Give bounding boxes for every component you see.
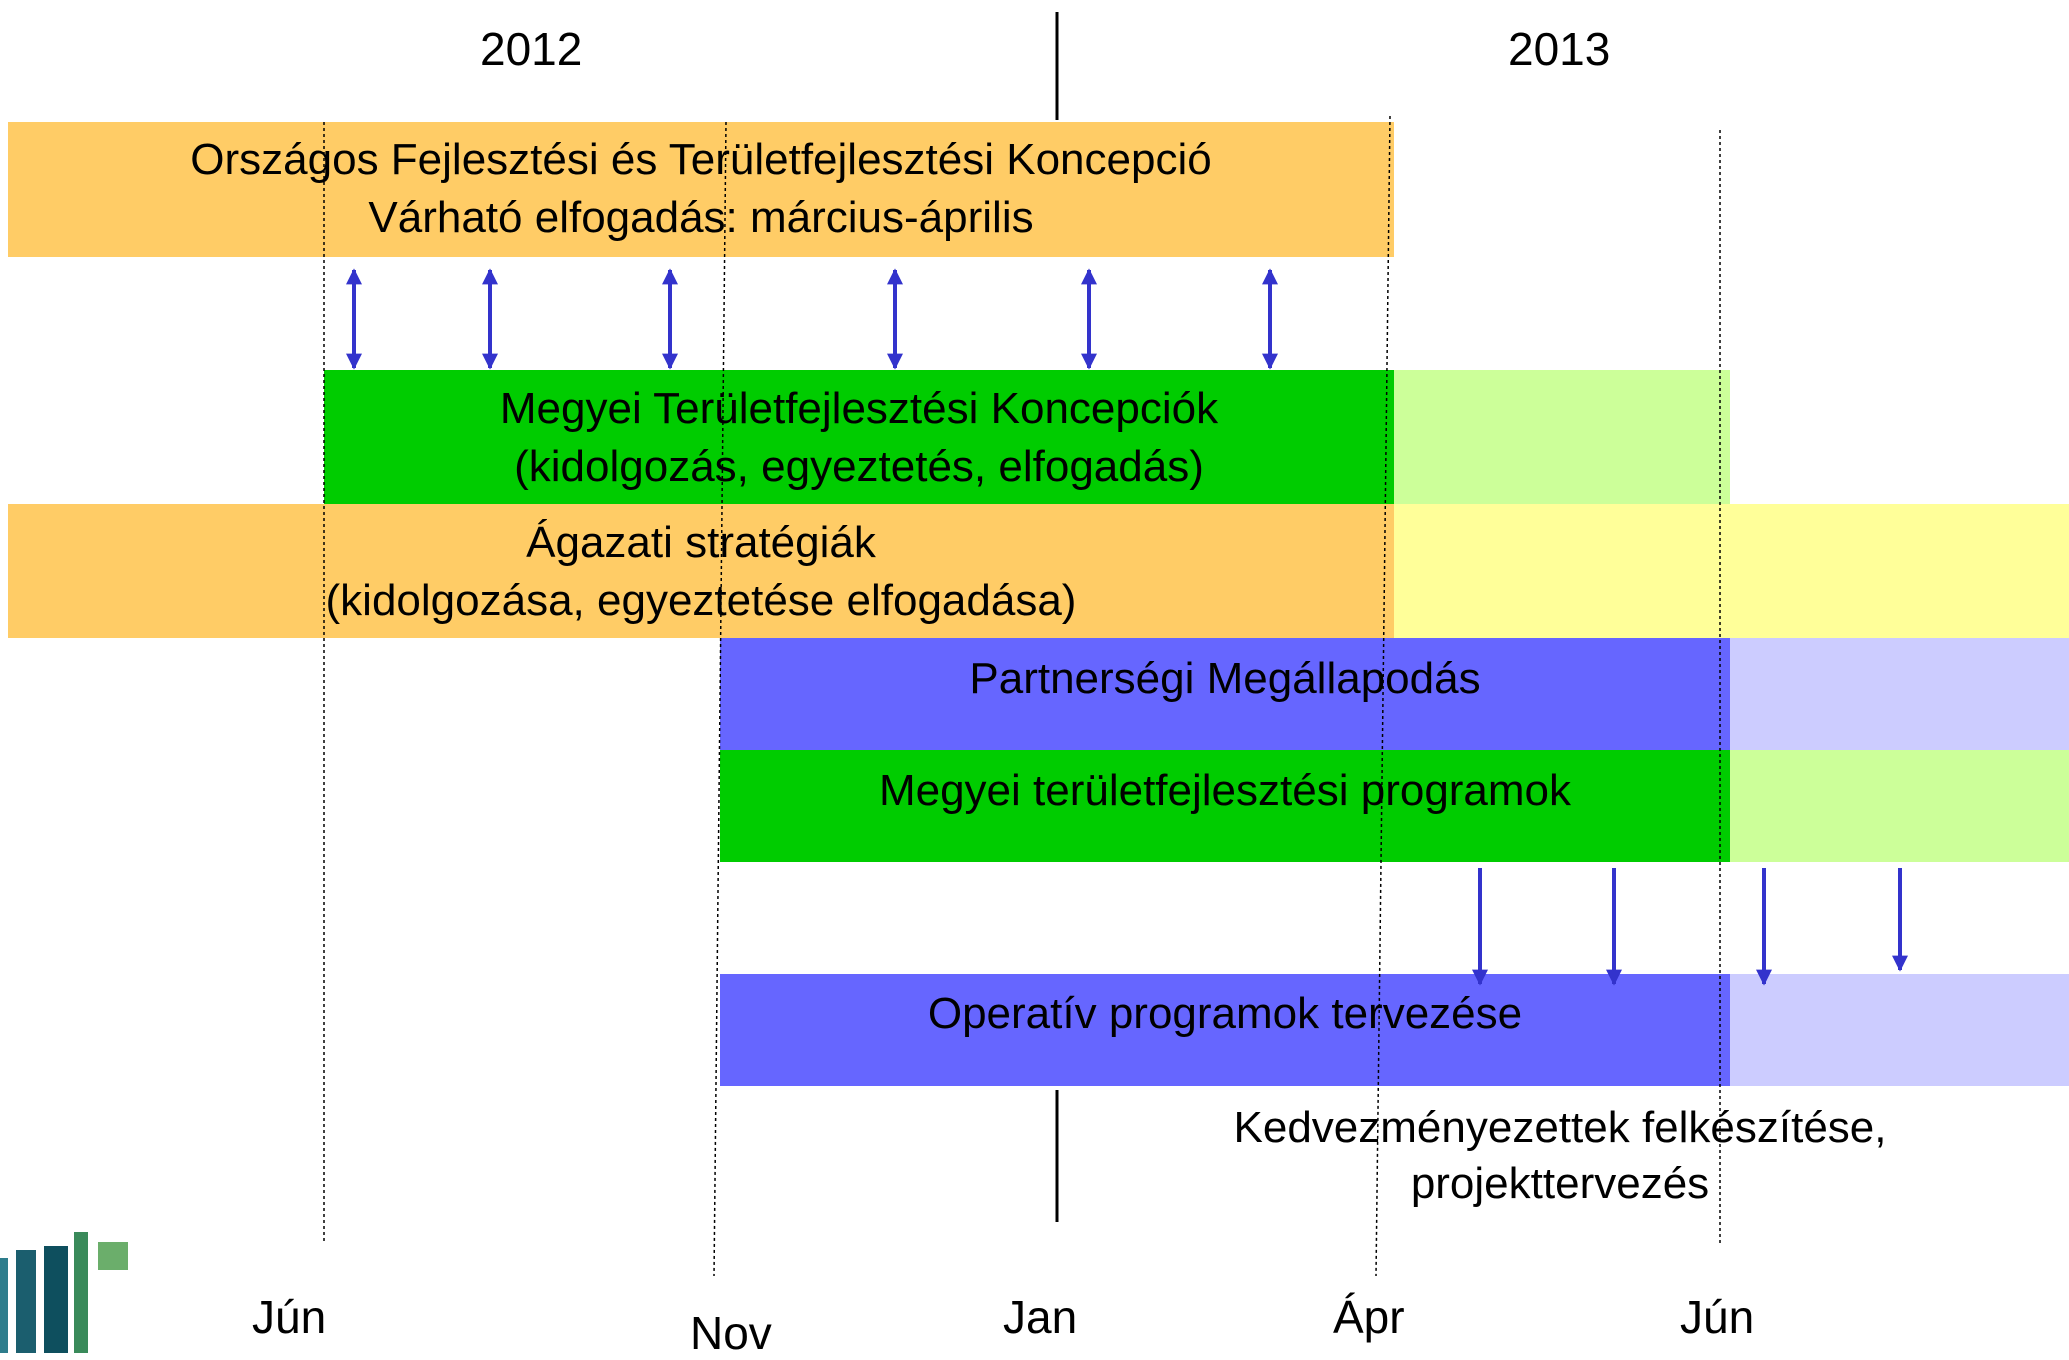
operative-programs-label: Operatív programok tervezése [927,989,1523,1038]
guide-apr [1375,115,1391,1277]
logo [0,1228,130,1353]
month-label-jun-2012: Jún [252,1291,327,1343]
sector-strategies-line1: Ágazati stratégiák [526,518,876,567]
county-programs-label: Megyei területfejlesztési programok [878,766,1572,815]
partnership-agreement-extension-bar [1730,638,2069,750]
beneficiaries-note: Kedvezményezettek felkészítése, projektt… [1160,1100,1960,1212]
month-label-jan: Jan [1003,1291,1078,1343]
county-programs-extension-bar [1730,750,2069,862]
beneficiaries-note-line2: projekttervezés [1410,1159,1710,1208]
operative-programs-extension-bar [1730,974,2069,1086]
county-concepts-extension-bar [1394,370,1730,504]
sector-strategies-line2: (kidolgozása, egyeztetése elfogadása) [325,576,1077,625]
county-programs-bar [720,750,1730,862]
month-label-apr: Ápr [1333,1291,1405,1343]
county-concepts-label: Megyei Területfejlesztési Koncepciók (ki… [324,380,1394,496]
logo-bar-1 [0,1258,8,1353]
sector-strategies-extension-bar [1394,504,2069,638]
partnership-agreement-label: Partnerségi Megállapodás [969,654,1481,703]
year-label-2013: 2013 [1508,23,1611,75]
national-concept-label: Országos Fejlesztési és Területfejleszté… [8,131,1394,247]
month-label-nov: Nov [690,1307,772,1359]
county-concepts-line1: Megyei Területfejlesztési Koncepciók [499,384,1219,433]
partnership-agreement-bar [720,638,1730,750]
national-concept-line1: Országos Fejlesztési és Területfejleszté… [190,135,1212,184]
national-concept-bar [8,122,1394,257]
year-label-2012: 2012 [480,23,583,75]
beneficiaries-note-line1: Kedvezményezettek felkészítése, [1233,1103,1887,1152]
logo-bar-2 [16,1250,36,1353]
sector-strategies-label: Ágazati stratégiák (kidolgozása, egyezte… [8,514,1394,630]
operative-programs-bar [720,974,1730,1086]
national-concept-line2: Várható elfogadás: március-április [368,193,1034,242]
county-concepts-bar [324,370,1394,504]
logo-bar-4 [74,1232,88,1353]
logo-bar-5 [98,1242,128,1270]
county-concepts-line2: (kidolgozás, egyeztetés, elfogadás) [514,442,1204,491]
guide-nov [713,121,727,1277]
month-label-jun-2013: Jún [1680,1291,1755,1343]
logo-bar-3 [44,1246,68,1353]
sector-strategies-bar [8,504,1394,638]
